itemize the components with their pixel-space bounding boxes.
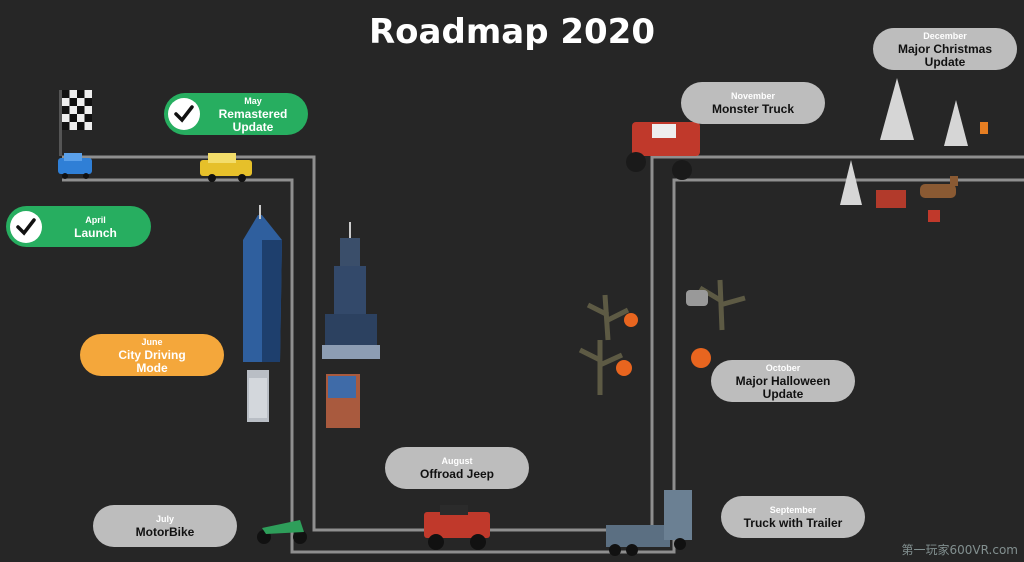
yellow-car-icon xyxy=(200,153,252,182)
brick-building-icon xyxy=(326,374,360,428)
jeep-icon xyxy=(424,505,490,550)
milestone-label: Monster Truck xyxy=(711,102,795,116)
milestone-december: December Major Christmas Update xyxy=(873,28,1017,70)
milestone-month: May xyxy=(244,95,262,106)
milestone-label: Offroad Jeep xyxy=(419,467,494,481)
milestone-label: Major Christmas xyxy=(897,41,993,56)
milestone-july: July MotorBike xyxy=(93,505,237,547)
milestone-label: MotorBike xyxy=(135,525,195,539)
milestone-label: Mode xyxy=(136,360,168,375)
skyscraper-icon xyxy=(322,222,380,359)
milestone-month: September xyxy=(769,505,817,515)
milestone-may: May Remastered Update xyxy=(164,93,308,135)
watermark: 第一玩家600VR.com xyxy=(901,543,1018,557)
page-title: Roadmap 2020 xyxy=(369,12,655,52)
milestone-month: July xyxy=(155,514,174,524)
monster-truck-icon xyxy=(626,122,700,180)
milestone-label: Update xyxy=(232,119,274,134)
milestone-month: August xyxy=(441,456,473,466)
gift-icon xyxy=(928,122,988,222)
milestone-label: Truck with Trailer xyxy=(743,516,843,530)
grey-building-icon xyxy=(247,370,269,422)
glass-tower-icon xyxy=(243,205,282,362)
milestone-month: April xyxy=(85,214,106,225)
pumpkin-icon xyxy=(616,313,711,376)
motorbike-icon xyxy=(257,520,307,544)
milestone-label: Major Halloween xyxy=(735,373,831,388)
reindeer-icon xyxy=(920,176,958,198)
milestone-april: April Launch xyxy=(6,206,151,247)
milestone-month: November xyxy=(730,91,775,101)
milestone-label: City Driving xyxy=(118,347,186,362)
sleigh-icon xyxy=(876,190,906,208)
checkered-flag-icon xyxy=(59,90,92,156)
milestone-month: October xyxy=(765,362,801,373)
milestone-month: December xyxy=(923,30,967,41)
milestone-june: June City Driving Mode xyxy=(80,334,224,376)
milestone-label: Update xyxy=(762,386,804,401)
blue-car-icon xyxy=(58,153,92,179)
truck-icon xyxy=(606,490,692,556)
milestone-month: June xyxy=(141,336,163,347)
check-icon xyxy=(168,98,200,130)
milestone-label: Remastered xyxy=(218,106,288,121)
milestone-august: August Offroad Jeep xyxy=(385,447,529,489)
milestone-label: Update xyxy=(924,54,966,69)
pine-tree-icon xyxy=(840,78,968,205)
milestone-october: October Major Halloween Update xyxy=(711,360,855,402)
check-icon xyxy=(10,210,42,243)
tombstone-icon xyxy=(686,290,708,306)
milestone-label: Launch xyxy=(74,225,117,240)
milestone-november: November Monster Truck xyxy=(681,82,825,124)
milestone-september: September Truck with Trailer xyxy=(721,496,865,538)
